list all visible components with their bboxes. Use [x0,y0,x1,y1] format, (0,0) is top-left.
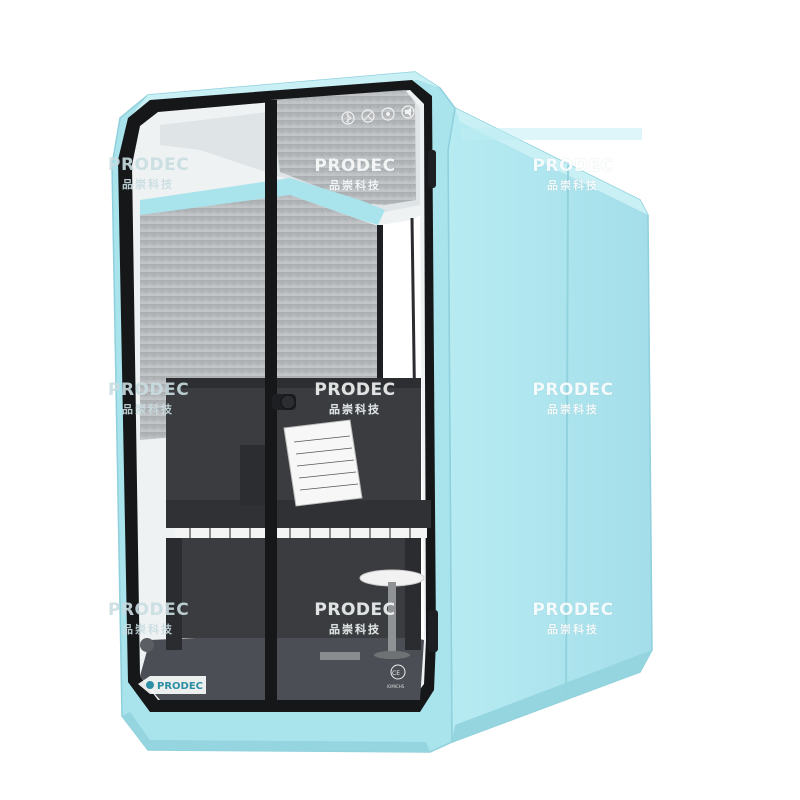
svg-text:CE: CE [392,670,400,677]
piano-stool [359,569,425,659]
fan-icon[interactable] [361,109,375,123]
piano-keys [175,528,427,538]
brand-badge: PRODEC [138,676,206,694]
svg-text:IOMICHS: IOMICHS [387,684,405,689]
door-hinge-top [428,150,436,188]
vent-icon [140,638,154,652]
control-panel [341,105,415,125]
piano-pedals [320,652,360,660]
door-divider [265,100,277,712]
light-icon[interactable] [381,107,395,121]
bluetooth-icon[interactable] [341,111,355,125]
sheet-music [283,419,363,507]
ce-mark: CE IOMICHS [387,664,406,689]
door-hinge-bottom [428,610,438,652]
speaker-icon[interactable] [401,105,415,119]
side-panel-seam [565,164,569,701]
door-handle[interactable] [272,394,296,410]
svg-text:PRODEC: PRODEC [157,681,203,692]
side-wall [447,106,653,744]
acoustic-ceiling [270,90,416,205]
